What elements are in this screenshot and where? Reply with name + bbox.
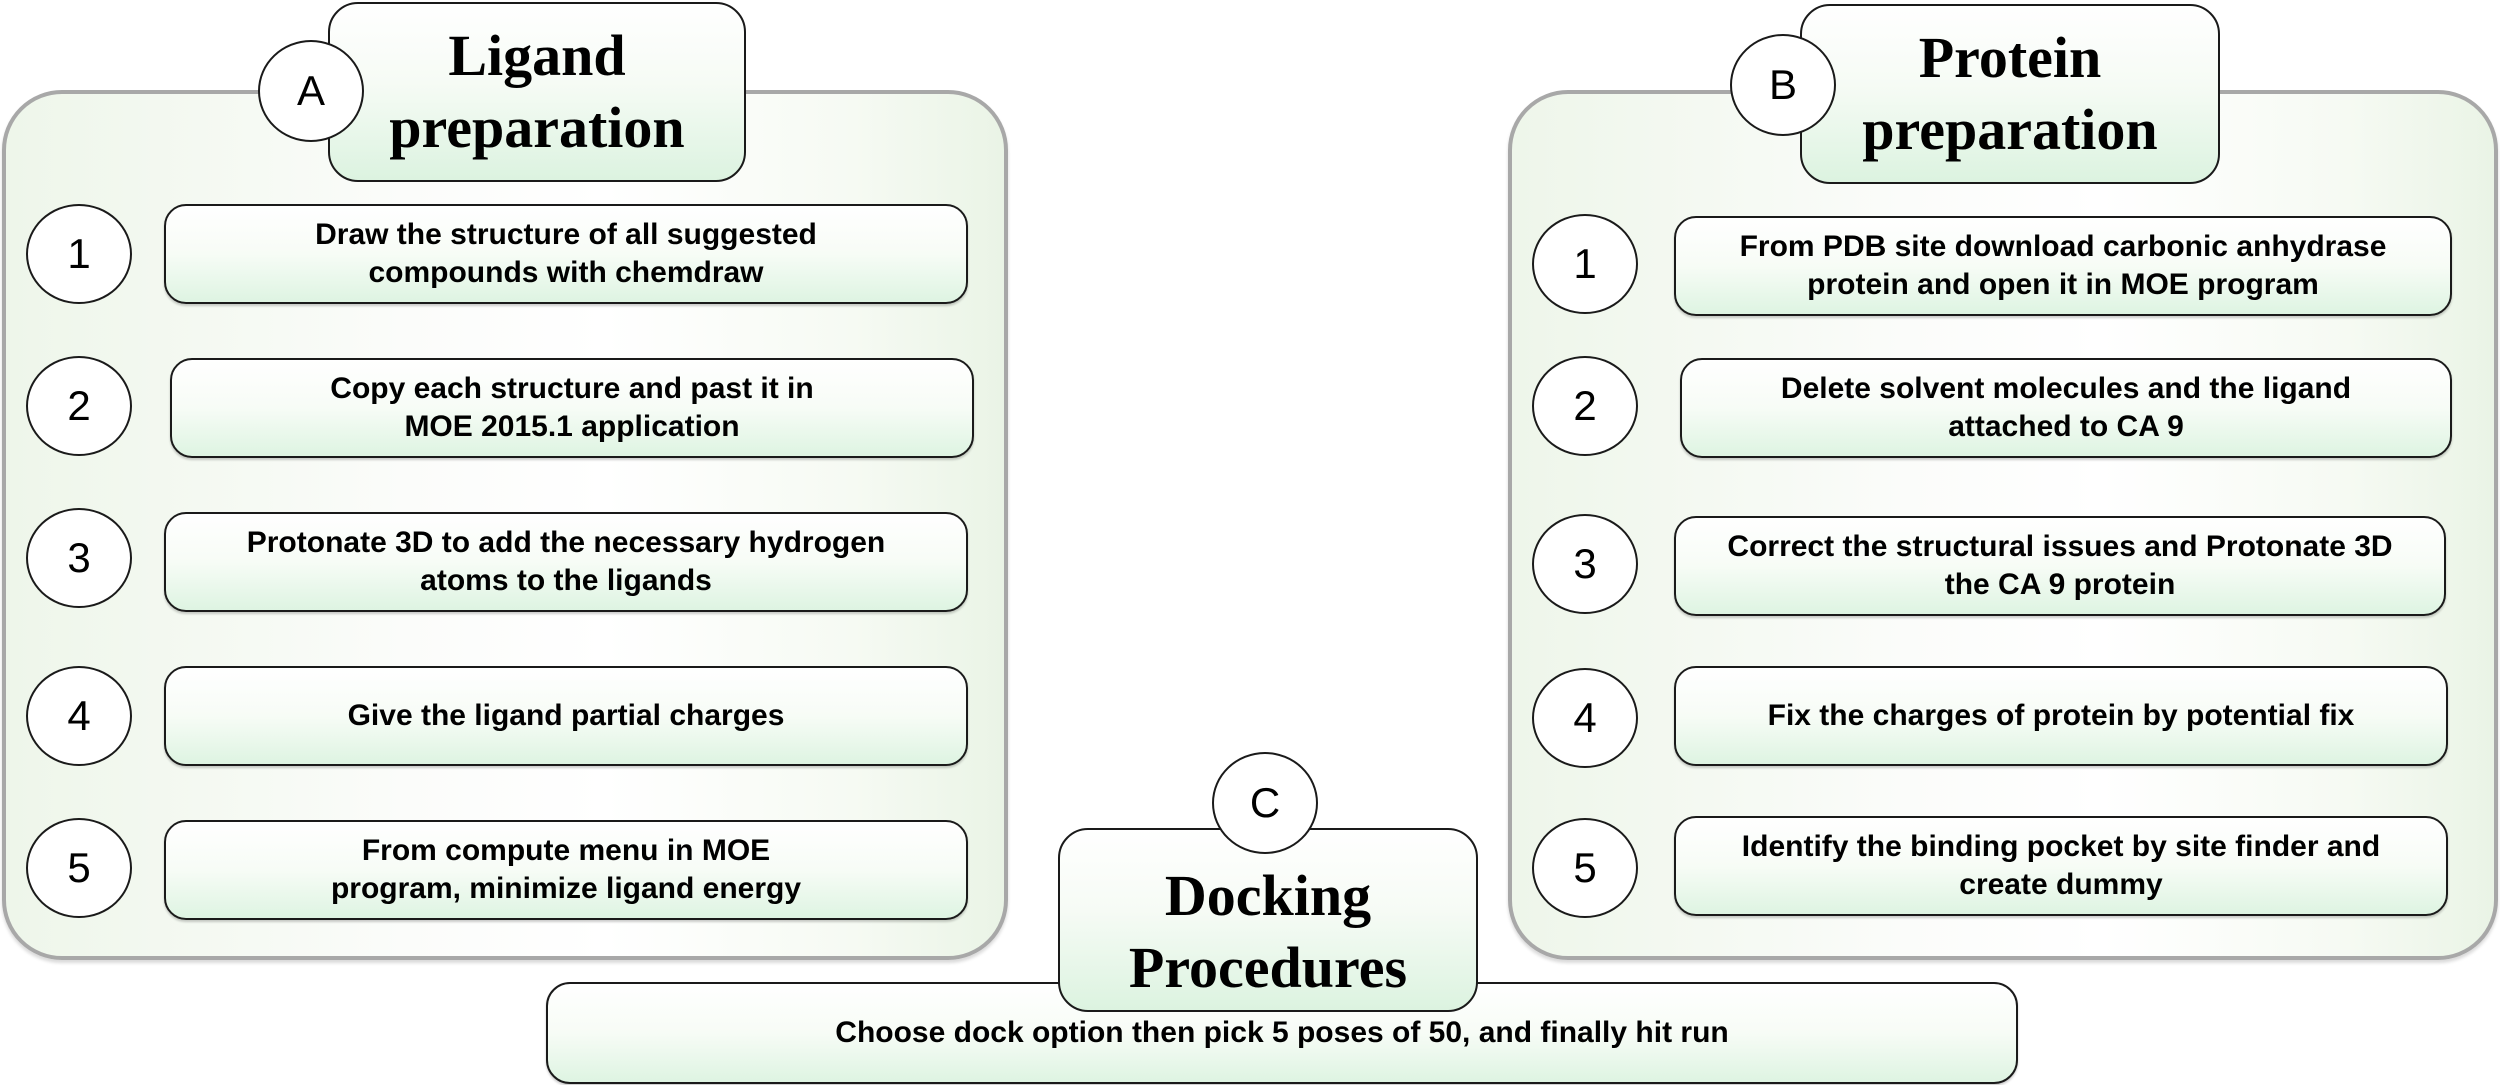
protein-step-5: Identify the binding pocket by site find… — [1674, 816, 2448, 916]
ligand-step-3: Protonate 3D to add the necessary hydrog… — [164, 512, 968, 612]
protein-step-1-number: 1 — [1532, 214, 1638, 314]
ligand-step-4: Give the ligand partial charges — [164, 666, 968, 766]
protein-step-3: Correct the structural issues and Proton… — [1674, 516, 2446, 616]
section-b-badge: B — [1730, 34, 1836, 136]
ligand-step-5-number: 5 — [26, 818, 132, 918]
ligand-step-4-number: 4 — [26, 666, 132, 766]
protein-step-1: From PDB site download carbonic anhydras… — [1674, 216, 2452, 316]
protein-step-4: Fix the charges of protein by potential … — [1674, 666, 2448, 766]
ligand-step-5: From compute menu in MOE program, minimi… — [164, 820, 968, 920]
section-c-badge: C — [1212, 752, 1318, 854]
protein-step-2: Delete solvent molecules and the ligand … — [1680, 358, 2452, 458]
ligand-step-1: Draw the structure of all suggested comp… — [164, 204, 968, 304]
ligand-step-3-number: 3 — [26, 508, 132, 608]
ligand-step-2-number: 2 — [26, 356, 132, 456]
protein-step-2-number: 2 — [1532, 356, 1638, 456]
ligand-step-2: Copy each structure and past it in MOE 2… — [170, 358, 974, 458]
protein-step-4-number: 4 — [1532, 668, 1638, 768]
protein-step-3-number: 3 — [1532, 514, 1638, 614]
ligand-step-1-number: 1 — [26, 204, 132, 304]
protein-preparation-title: Protein preparation — [1800, 4, 2220, 184]
protein-step-5-number: 5 — [1532, 818, 1638, 918]
docking-procedures-title: Docking Procedures — [1058, 828, 1478, 1012]
ligand-preparation-title: Ligand preparation — [328, 2, 746, 182]
section-a-badge: A — [258, 40, 364, 142]
